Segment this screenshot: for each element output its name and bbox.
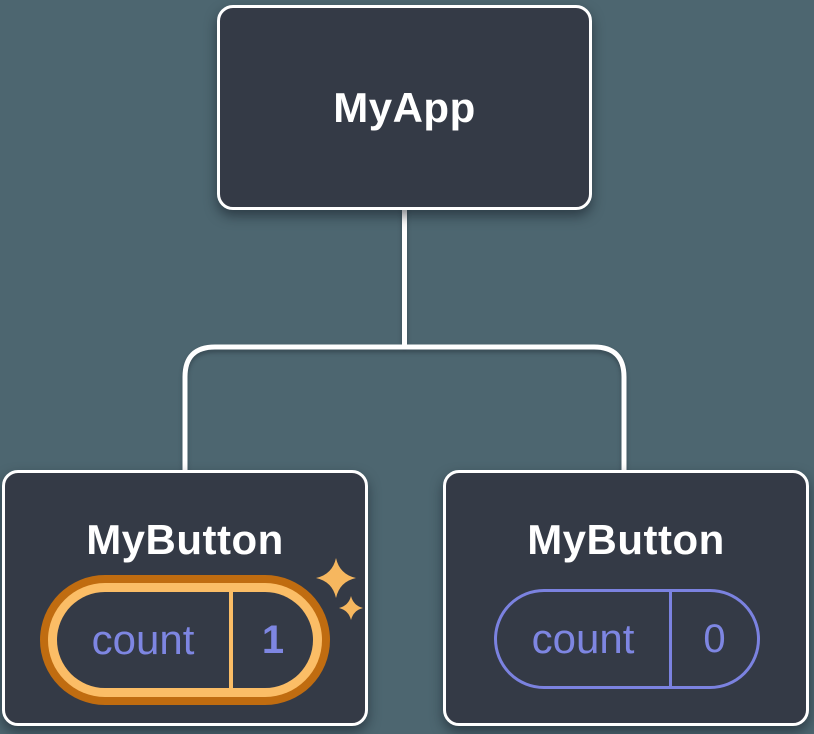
child-node-right: MyButton count 0	[443, 470, 809, 726]
child-node-left: MyButton count 1	[2, 470, 368, 726]
state-value: 1	[261, 618, 285, 662]
child-node-right-label: MyButton	[527, 516, 725, 563]
state-value: 0	[703, 617, 726, 661]
state-name: count	[531, 615, 635, 662]
state-name: count	[91, 616, 195, 663]
pill-divider	[669, 592, 672, 686]
connector-branch	[182, 344, 627, 473]
state-pill-highlight-ring: count 1	[48, 583, 322, 697]
root-node: MyApp	[217, 5, 592, 210]
state-pill-body: count 1	[57, 592, 313, 688]
state-pill-highlighted: count 1	[40, 575, 330, 705]
root-node-label: MyApp	[333, 83, 476, 131]
state-pill-plain: count 0	[494, 589, 760, 689]
child-node-left-label: MyButton	[86, 516, 284, 563]
pill-divider	[229, 592, 233, 688]
